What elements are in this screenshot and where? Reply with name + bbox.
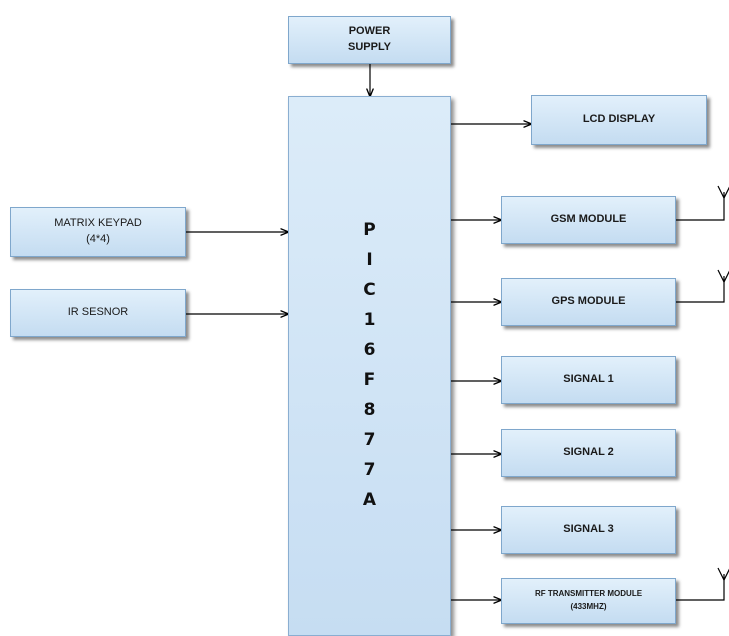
gps-module-block: GPS MODULE [501, 278, 676, 326]
mcu-letter: A [362, 490, 377, 510]
mcu-letter: 8 [363, 400, 376, 420]
mcu-letter: F [363, 370, 376, 390]
antenna-icon [676, 185, 729, 221]
rf-transmitter-block: RF TRANSMITTER MODULE (433MHZ) [501, 578, 676, 624]
ir-sensor-block: IR SESNOR [10, 289, 186, 337]
matrix-keypad-block: MATRIX KEYPAD (4*4) [10, 207, 186, 257]
lcd-display-block: LCD DISPLAY [531, 95, 707, 145]
signal-3-label: SIGNAL 3 [563, 523, 614, 536]
mcu-letter: C [363, 280, 376, 300]
lcd-display-label: LCD DISPLAY [582, 113, 656, 126]
mcu-letter: 7 [363, 460, 376, 480]
rf-transmitter-label: RF TRANSMITTER MODULE (433MHZ) [534, 589, 643, 611]
mcu-letter: I [366, 250, 373, 270]
mcu-letter: 1 [363, 310, 376, 330]
signal-2-block: SIGNAL 2 [501, 429, 676, 477]
microcontroller-block: P I C 1 6 F 8 7 7 A [288, 96, 451, 636]
matrix-keypad-label: MATRIX KEYPAD (4*4) [54, 217, 142, 245]
ir-sensor-label: IR SESNOR [67, 306, 129, 319]
antenna-icon [676, 269, 729, 303]
gsm-module-block: GSM MODULE [501, 196, 676, 244]
power-supply-label: POWER SUPPLY [347, 25, 391, 53]
antenna-icon [676, 567, 729, 601]
signal-3-block: SIGNAL 3 [501, 506, 676, 554]
mcu-letter: 6 [363, 340, 376, 360]
signal-1-label: SIGNAL 1 [563, 373, 614, 386]
mcu-letter: P [363, 220, 376, 240]
gps-module-label: GPS MODULE [551, 295, 626, 308]
signal-2-label: SIGNAL 2 [563, 446, 614, 459]
signal-1-block: SIGNAL 1 [501, 356, 676, 404]
microcontroller-label: P I C 1 6 F 8 7 7 A [363, 215, 376, 515]
mcu-letter: 7 [363, 430, 376, 450]
power-supply-block: POWER SUPPLY [288, 16, 451, 64]
gsm-module-label: GSM MODULE [550, 213, 627, 226]
